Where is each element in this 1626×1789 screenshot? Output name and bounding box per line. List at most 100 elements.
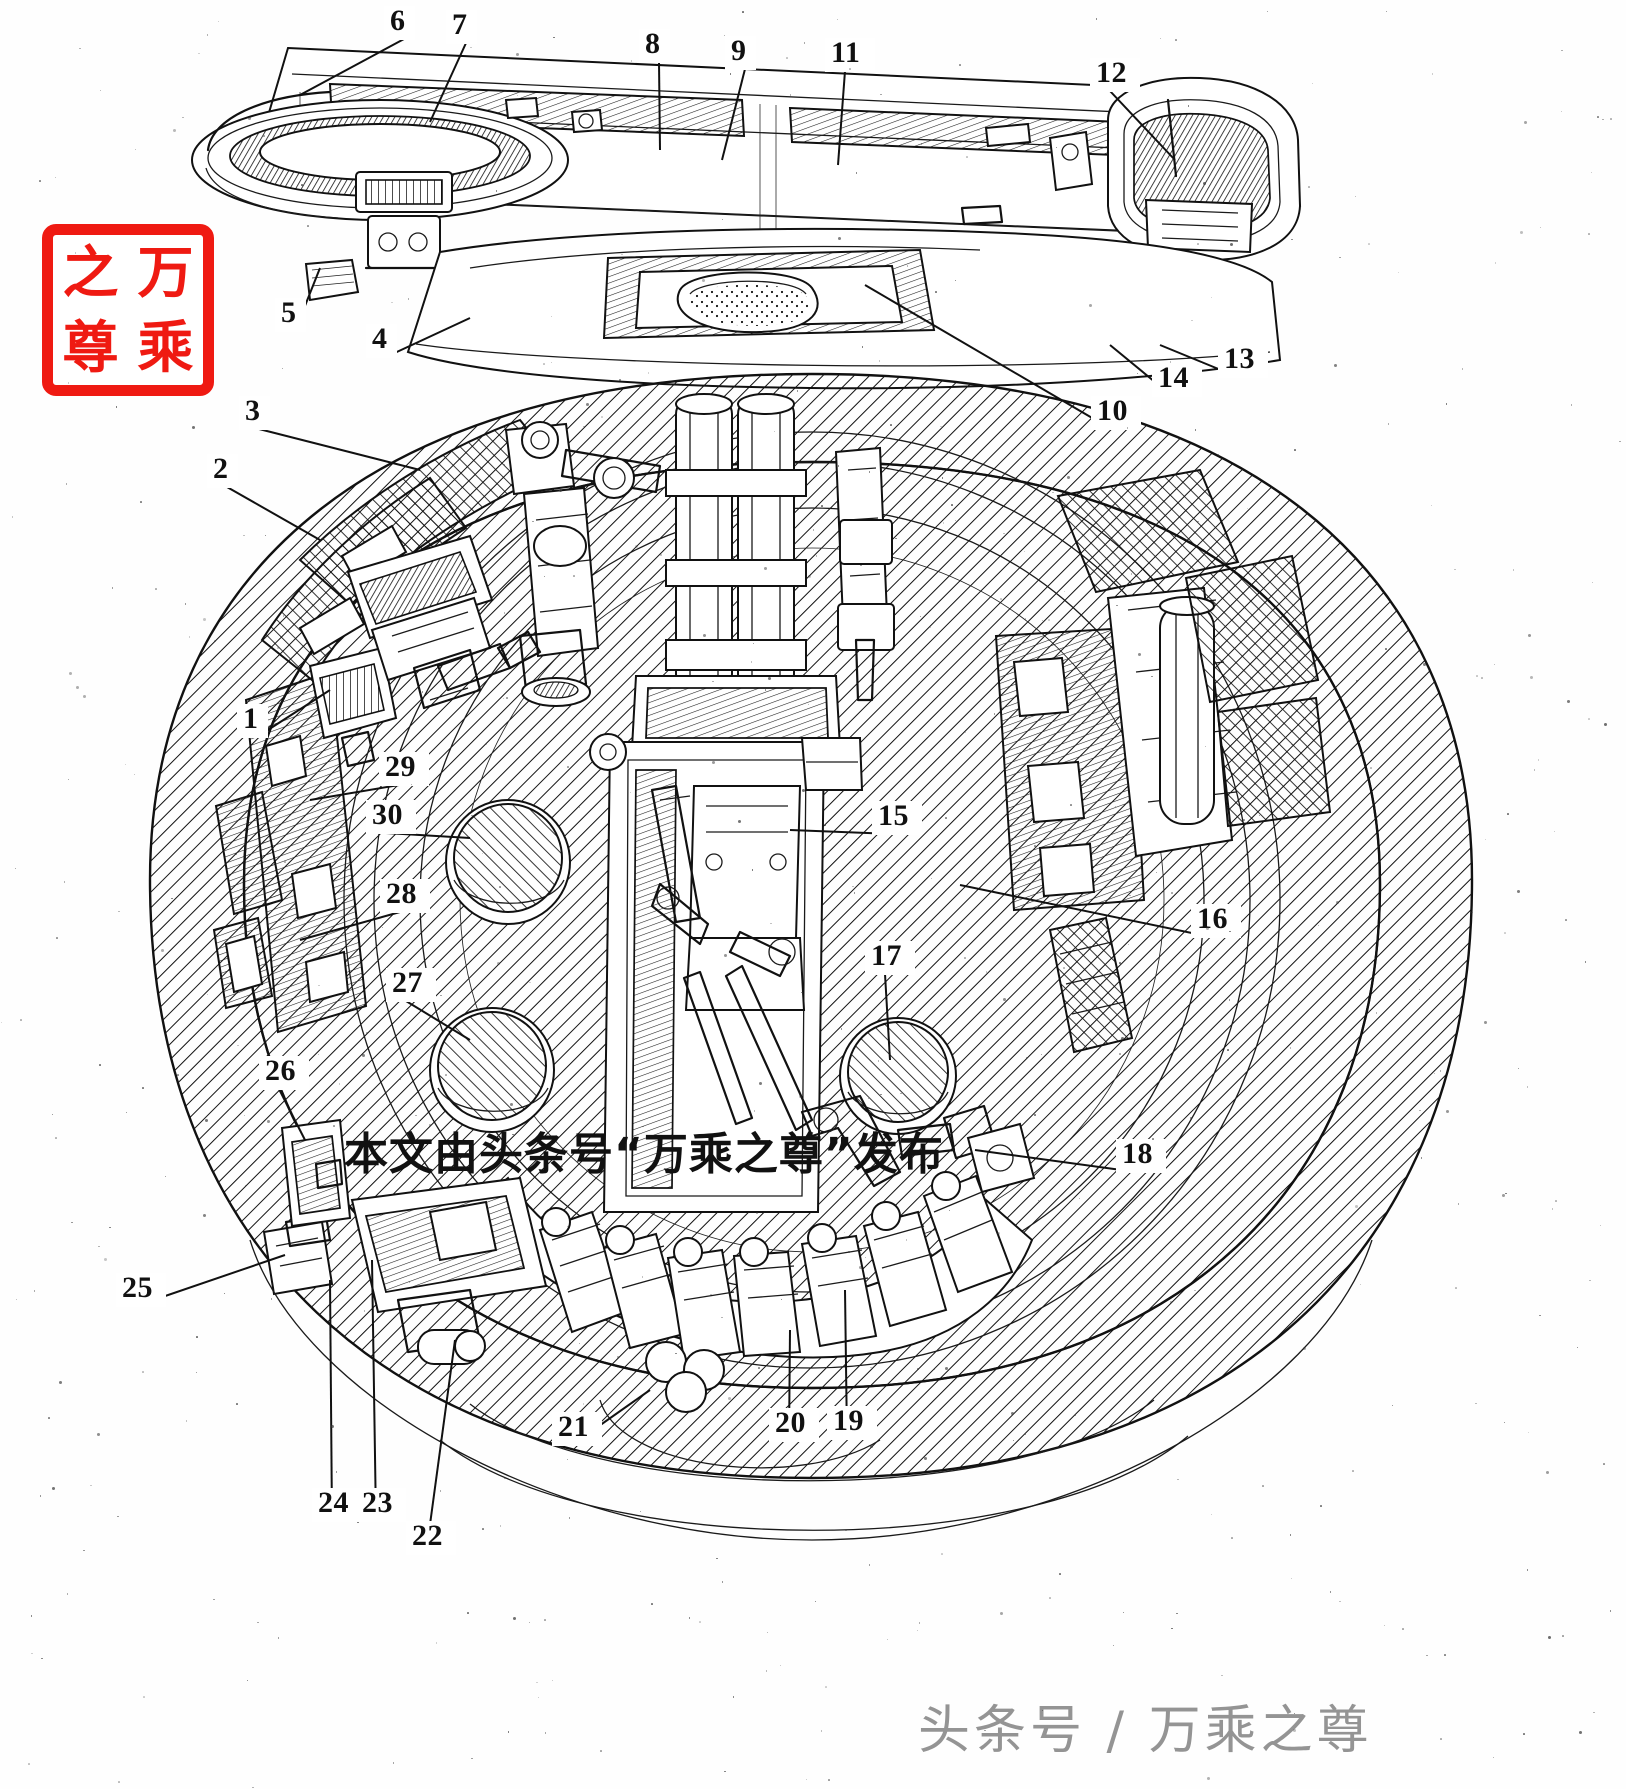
leader-line-28	[299, 911, 401, 941]
leader-line-16	[959, 884, 1212, 938]
leader-line-11	[837, 70, 846, 166]
callout-1: 1	[237, 689, 331, 738]
callout-label-26: 26	[265, 1054, 296, 1087]
callout-20: 20	[769, 1329, 819, 1442]
callout-18: 18	[974, 1137, 1166, 1173]
callout-halo-8	[639, 29, 670, 63]
callout-halo-30	[366, 800, 416, 834]
callout-label-19: 19	[833, 1404, 864, 1437]
callout-halo-6	[384, 6, 415, 40]
leader-line-22	[425, 1339, 456, 1555]
callout-15: 15	[789, 799, 922, 835]
callout-halo-28	[380, 879, 430, 913]
leader-line-18	[974, 1149, 1137, 1173]
callout-halo-17	[865, 941, 915, 975]
callout-label-14: 14	[1158, 361, 1189, 394]
gun-breech-assembly	[602, 393, 864, 1213]
red-seal-stamp: 之 万 尊 乘	[42, 224, 214, 396]
leader-line-27	[405, 1000, 471, 1041]
callout-label-18: 18	[1122, 1137, 1153, 1170]
callout-label-5: 5	[281, 296, 297, 329]
hull-roof-plan	[406, 227, 1282, 390]
callout-4: 4	[366, 317, 471, 358]
callout-24: 24	[312, 1279, 362, 1522]
callout-16: 16	[959, 884, 1241, 938]
leader-line-7	[429, 42, 467, 123]
callout-label-29: 29	[385, 750, 416, 783]
callout-halo-29	[379, 752, 429, 786]
callout-label-3: 3	[245, 394, 261, 427]
ammunition-rack	[262, 1118, 1034, 1413]
callout-label-28: 28	[386, 877, 417, 910]
callout-label-22: 22	[412, 1519, 443, 1552]
callout-21: 21	[552, 1389, 651, 1446]
callout-25: 25	[116, 1254, 286, 1307]
callout-label-24: 24	[318, 1486, 349, 1519]
callout-28: 28	[299, 877, 430, 941]
leader-line-8	[658, 61, 661, 151]
callout-label-15: 15	[878, 799, 909, 832]
callout-halo-20	[769, 1408, 819, 1442]
callout-30: 30	[366, 798, 471, 839]
callout-9: 9	[721, 34, 756, 161]
leader-line-24	[329, 1279, 333, 1522]
callout-11: 11	[825, 36, 875, 166]
leader-line-17	[884, 973, 891, 1061]
callout-halo-3	[239, 396, 270, 430]
callout-halo-1	[237, 704, 268, 738]
leader-line-29	[309, 784, 400, 801]
callout-halo-23	[356, 1488, 406, 1522]
callout-halo-2	[207, 454, 238, 488]
callout-halo-27	[386, 968, 436, 1002]
callout-halo-9	[725, 36, 756, 70]
callout-label-9: 9	[731, 34, 747, 67]
leader-line-2	[226, 486, 321, 541]
callout-8: 8	[639, 27, 670, 151]
callout-label-11: 11	[831, 36, 860, 69]
leader-line-9	[721, 68, 746, 161]
callout-label-1: 1	[243, 702, 259, 735]
callout-halo-14	[1152, 363, 1202, 397]
callout-6: 6	[299, 4, 415, 96]
callout-label-16: 16	[1197, 902, 1228, 935]
leader-line-6	[299, 38, 405, 96]
seal-char-3: 尊	[62, 314, 119, 381]
callout-13: 13	[1159, 342, 1268, 378]
callout-halo-10	[1091, 396, 1141, 430]
callout-label-6: 6	[390, 4, 406, 37]
callout-19: 19	[827, 1289, 877, 1440]
callout-halo-19	[827, 1406, 877, 1440]
callout-halo-15	[872, 801, 922, 835]
seal-char-1: 之	[62, 239, 119, 306]
callout-3: 3	[239, 394, 421, 471]
callout-label-8: 8	[645, 27, 661, 60]
callout-10: 10	[864, 284, 1141, 430]
mantlet-mounts	[834, 446, 895, 702]
callout-7: 7	[429, 8, 477, 123]
turret-controls	[429, 421, 662, 1133]
callout-5: 5	[275, 267, 321, 332]
callout-label-7: 7	[452, 8, 468, 41]
callout-27: 27	[386, 966, 471, 1041]
callout-halo-21	[552, 1412, 602, 1446]
leader-line-1	[256, 689, 331, 738]
bottom-right-watermark: 头条号 / 万乘之尊	[918, 1701, 1373, 1761]
roof-hatch-assembly	[191, 46, 1302, 368]
callout-halo-4	[366, 324, 397, 358]
callout-label-20: 20	[775, 1406, 806, 1439]
callout-halo-22	[406, 1521, 456, 1555]
callout-label-12: 12	[1096, 56, 1127, 89]
callout-label-4: 4	[372, 322, 388, 355]
leader-line-3	[258, 428, 421, 471]
callout-label-27: 27	[392, 966, 423, 999]
callout-14: 14	[1109, 344, 1202, 397]
callout-29: 29	[309, 750, 429, 801]
callout-22: 22	[406, 1339, 456, 1555]
seal-char-2: 万	[137, 239, 194, 306]
leader-line-12	[1109, 90, 1176, 161]
callout-26: 26	[259, 1054, 309, 1141]
seal-char-4: 乘	[137, 314, 194, 381]
